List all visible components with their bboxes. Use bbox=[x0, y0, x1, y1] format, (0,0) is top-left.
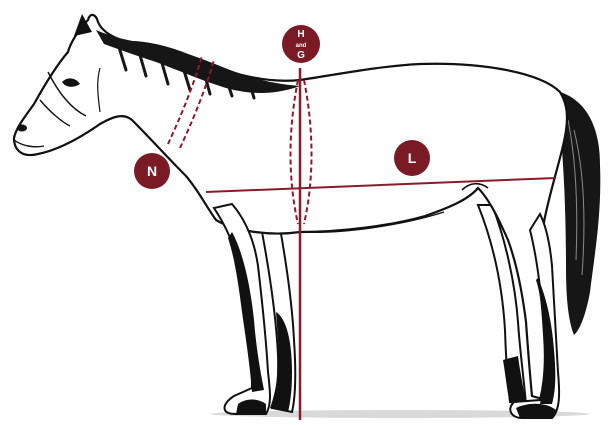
horse-nostril bbox=[17, 125, 27, 132]
badge-length: L bbox=[394, 140, 430, 176]
badge-neck: N bbox=[134, 153, 170, 189]
svg-text:and: and bbox=[296, 43, 307, 49]
svg-text:N: N bbox=[147, 163, 157, 179]
badge-height-girth: H and G bbox=[282, 25, 320, 63]
svg-text:H: H bbox=[297, 29, 304, 40]
svg-text:G: G bbox=[297, 50, 305, 61]
svg-text:L: L bbox=[408, 150, 417, 166]
